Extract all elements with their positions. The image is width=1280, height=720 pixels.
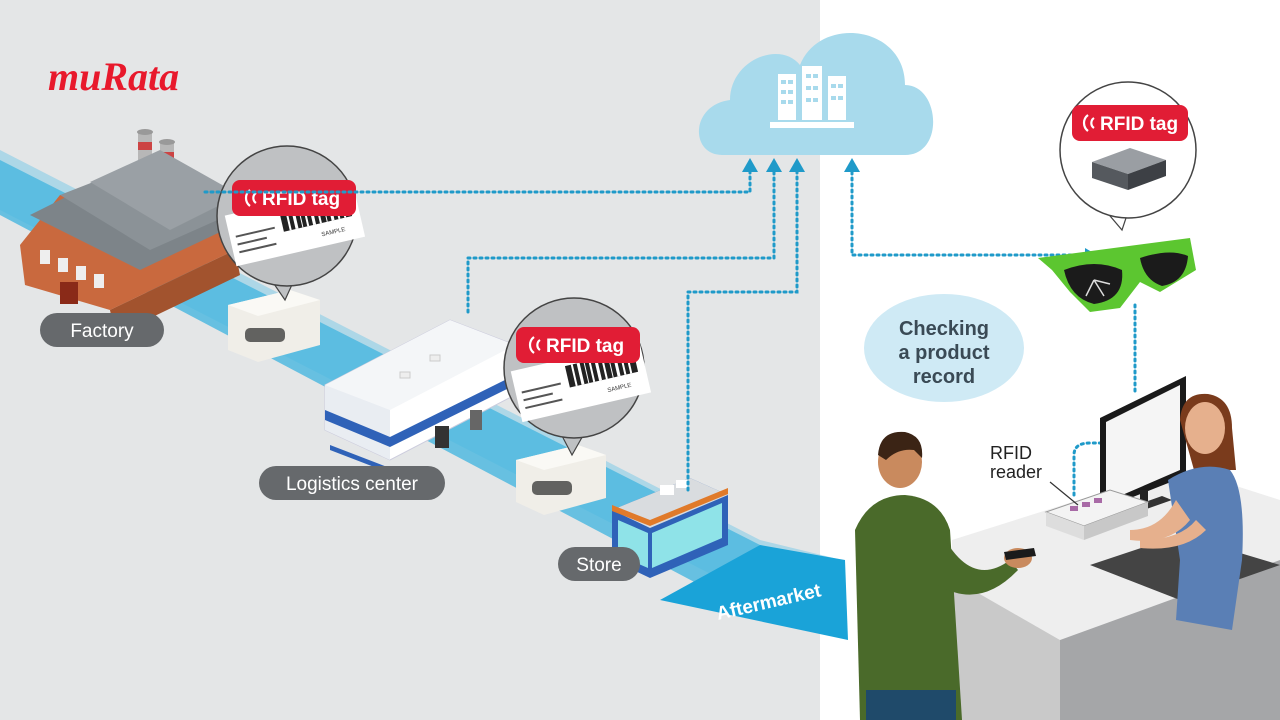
- svg-text:Checking: Checking: [899, 318, 989, 340]
- green-sunglasses: [1038, 238, 1196, 312]
- logistics-label-pill: Logistics center: [259, 466, 445, 500]
- svg-text:a product: a product: [898, 342, 989, 364]
- svg-text:RFID tag: RFID tag: [546, 336, 624, 357]
- logistics-tag-bubble: SAMPLE RFID tag: [503, 297, 652, 457]
- svg-text:Factory: Factory: [70, 321, 134, 342]
- pos-monitor: [1100, 376, 1186, 512]
- svg-text:RFID tag: RFID tag: [262, 189, 340, 210]
- rfid-reader-label: RFID reader: [990, 443, 1079, 506]
- svg-text:reader: reader: [990, 462, 1042, 482]
- logistics-product-box: [516, 445, 606, 515]
- glasses-rfid-tag-badge: [1072, 105, 1188, 141]
- svg-text:Store: Store: [576, 555, 621, 576]
- store-label-pill: Store: [558, 547, 640, 581]
- rfid-chip: [1092, 148, 1166, 174]
- staff-figure: [1130, 393, 1243, 630]
- factory-rfid-tag-badge: [232, 180, 356, 216]
- checking-product-record-bubble: Checking a product record: [864, 294, 1024, 402]
- data-flow-lines: [203, 170, 1137, 492]
- factory-tag-bubble: SAMPLE RFID tag: [216, 145, 366, 302]
- rfid-wave-icon: [528, 336, 541, 354]
- customer-figure: [855, 431, 1036, 720]
- svg-text:SAMPLE: SAMPLE: [321, 227, 346, 238]
- glasses-tag-bubble: RFID tag: [1059, 81, 1197, 232]
- logistics-center-building: [324, 319, 516, 475]
- rfid-reader-device: [1044, 489, 1150, 540]
- svg-text:RFID tag: RFID tag: [1100, 114, 1178, 135]
- aftermarket-arrow: [660, 545, 848, 640]
- murata-logo: muRata: [48, 54, 179, 99]
- svg-text:record: record: [913, 366, 975, 388]
- factory-product-box: [228, 290, 320, 362]
- svg-text:Logistics center: Logistics center: [286, 474, 419, 495]
- rfid-wave-icon: [1082, 114, 1095, 132]
- svg-text:RFID: RFID: [990, 443, 1032, 463]
- svg-text:SAMPLE: SAMPLE: [607, 383, 632, 394]
- factory-label-pill: Factory: [40, 313, 164, 347]
- reader-to-monitor-line: [1072, 441, 1122, 497]
- logistics-rfid-tag-badge: [516, 327, 640, 363]
- cloud-server-icon: [698, 32, 934, 155]
